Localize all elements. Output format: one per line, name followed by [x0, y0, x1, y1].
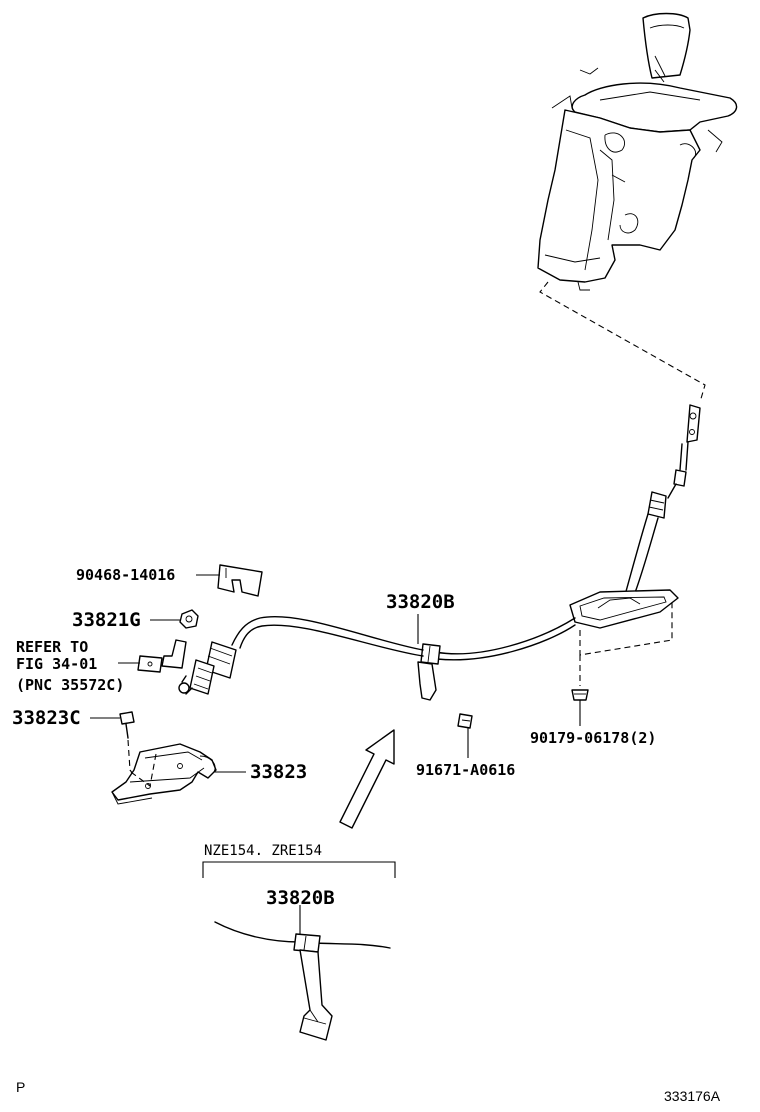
label-33821G: 33821G — [72, 609, 141, 631]
label-refer-line3: (PNC 35572C) — [16, 676, 124, 694]
label-90468-14016: 90468-14016 — [76, 566, 175, 584]
figure-id: 333176A — [664, 1088, 721, 1104]
label-refer-line2: FIG 34-01 — [16, 655, 97, 673]
nut-33821G — [179, 609, 199, 629]
label-refer-line1: REFER TO — [16, 638, 88, 656]
connection-line-lever — [539, 281, 706, 403]
arrow-icon — [339, 729, 395, 829]
variant-bracket-line — [202, 861, 396, 878]
inset-cable — [214, 921, 391, 1041]
label-33823: 33823 — [250, 761, 307, 783]
corner-mark: P — [16, 1079, 25, 1095]
link-bracket — [137, 639, 187, 673]
label-90179-06178: 90179-06178(2) — [530, 729, 656, 747]
label-33823C: 33823C — [12, 707, 81, 729]
connection-line-plate — [579, 600, 673, 656]
bracket-33823 — [111, 743, 217, 805]
shift-cable — [178, 404, 701, 701]
connection-line-bolt — [127, 739, 137, 779]
shift-lever-assembly — [537, 12, 738, 291]
label-33820B: 33820B — [386, 591, 455, 613]
bolt-33823C — [119, 711, 135, 739]
bolt-91671-A0616 — [457, 713, 473, 729]
connection-line-bracket — [127, 753, 157, 787]
label-91671-A0616: 91671-A0616 — [416, 761, 515, 779]
clip-90468-14016 — [217, 564, 263, 597]
label-inset-33820B: 33820B — [266, 887, 335, 909]
label-variant-heading: NZE154. ZRE154 — [204, 843, 322, 859]
nut-90179-06178 — [571, 689, 589, 701]
